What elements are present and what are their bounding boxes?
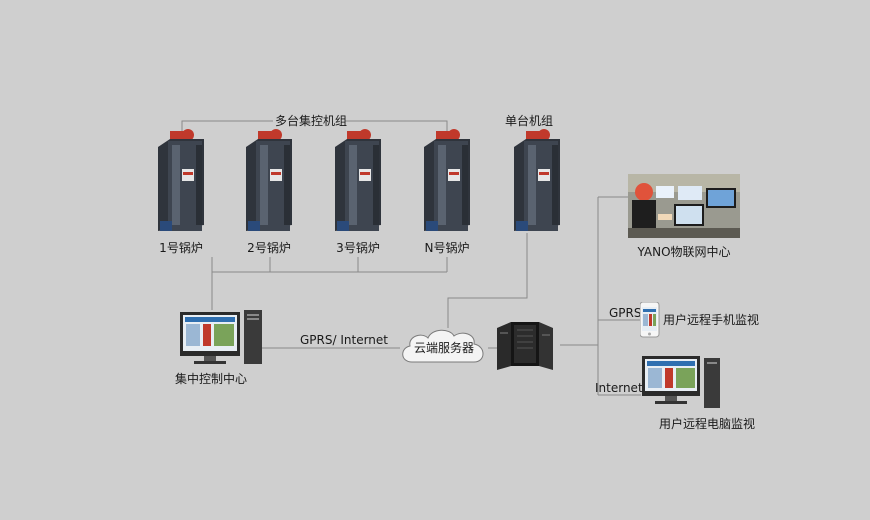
boiler-3-label: 3号锅炉 xyxy=(336,241,380,255)
boiler-2-icon xyxy=(246,129,292,231)
iot-center-label: YANO物联网中心 xyxy=(637,245,731,259)
mobile-phone-icon xyxy=(640,302,660,338)
cloud-server-label: 云端服务器 xyxy=(413,341,475,355)
cloud-icon xyxy=(402,329,484,363)
mobile-monitor-label: 用户远程手机监视 xyxy=(663,313,760,327)
gprs-label: GPRS xyxy=(609,306,642,320)
user-pc-icon xyxy=(642,356,720,408)
single-unit-group-label: 单台机组 xyxy=(505,114,554,128)
boiler-1-label: 1号锅炉 xyxy=(159,241,203,255)
control-center-label: 集中控制中心 xyxy=(174,372,248,386)
boiler-1-icon xyxy=(158,129,204,231)
pc-monitor-label: 用户远程电脑监视 xyxy=(658,417,756,431)
internet-label: Internet xyxy=(595,381,643,395)
boiler-4-label: N号锅炉 xyxy=(424,241,470,255)
boiler-3-icon xyxy=(335,129,381,231)
control-center-computer-icon xyxy=(180,310,262,364)
boiler-4-icon xyxy=(424,129,470,231)
boiler-5-icon xyxy=(514,129,560,231)
single-to-cloud-line xyxy=(447,233,528,328)
gprs-internet-link-label: GPRS/ Internet xyxy=(300,333,388,347)
multi-unit-group-label: 多台集控机组 xyxy=(275,114,348,128)
server-icon xyxy=(497,322,553,370)
boiler-2-label: 2号锅炉 xyxy=(247,241,291,255)
iot-center-photo xyxy=(628,174,740,238)
